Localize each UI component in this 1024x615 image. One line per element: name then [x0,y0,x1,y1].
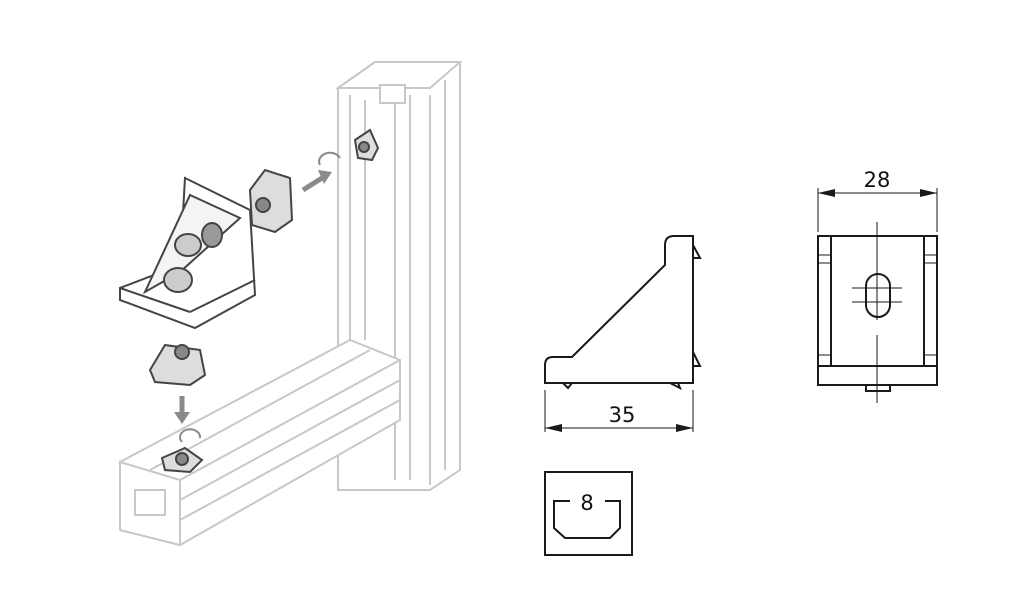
rotate-arrow-icon [179,428,202,443]
rotate-arrow-icon [318,151,341,166]
t-nut-parts [148,128,380,474]
assembly-arrows [174,151,341,443]
front-view [817,188,938,403]
side-view [544,235,702,432]
assembly-illustration [119,61,463,547]
slot-profile-icon [544,471,633,556]
slot-size-label: 8 [580,491,593,515]
t-nut-bottom [148,343,207,387]
dimension-28-label: 28 [864,168,891,192]
corner-bracket-3d [119,176,257,330]
t-nut-top [248,168,294,234]
dimension-35-label: 35 [609,403,636,427]
arrow-right-icon [301,175,324,193]
